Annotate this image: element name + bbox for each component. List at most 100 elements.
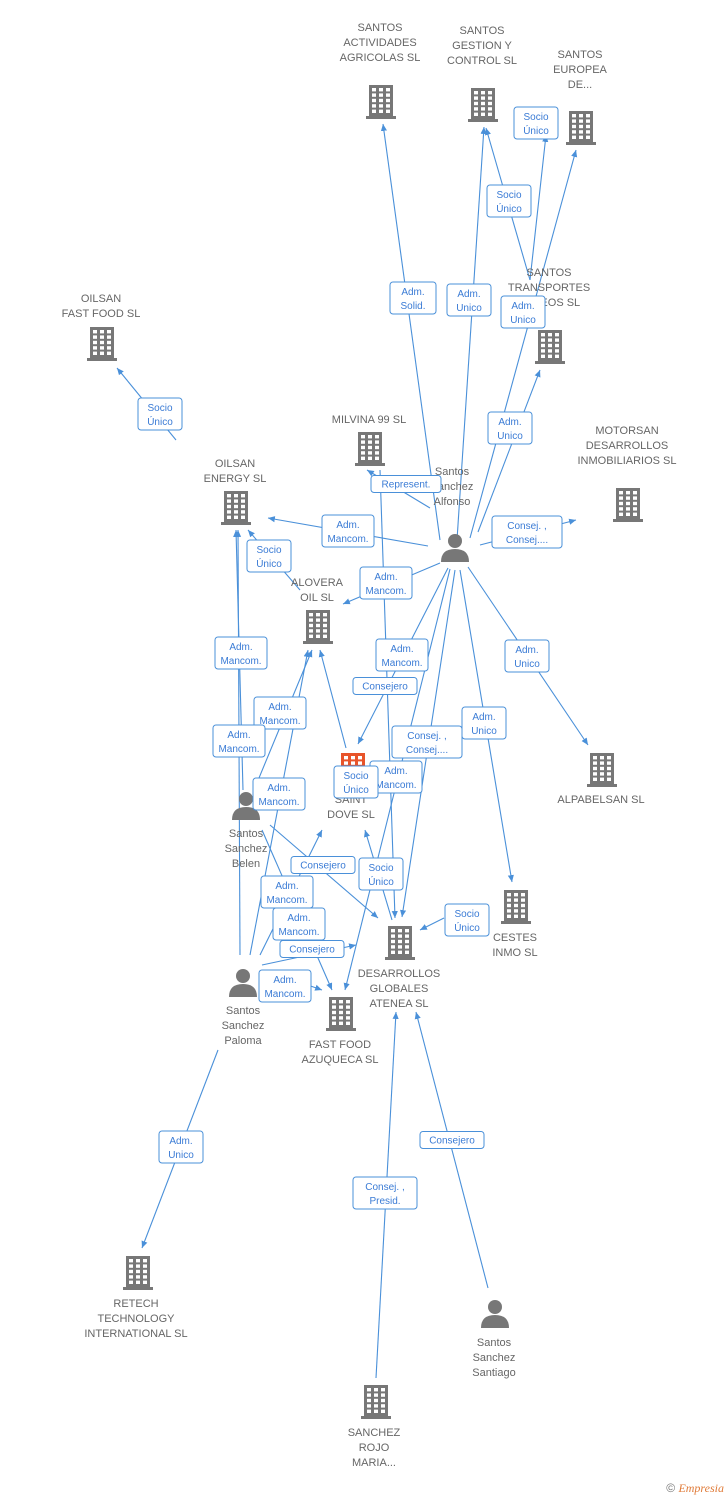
edge-label-psa-alp[interactable]: Adm.Unico <box>504 639 550 673</box>
edge-label-text: Adm. <box>268 702 291 713</box>
edge-label-text: Mancom. <box>220 656 261 667</box>
node-mil[interactable]: MILVINA 99 SL <box>332 414 406 466</box>
building-icon <box>355 432 385 466</box>
edge-psa-seu <box>469 149 578 539</box>
edge-label-text: Adm. <box>401 287 424 298</box>
edge-label-text: Único <box>368 875 394 888</box>
edge-label-box <box>487 411 533 445</box>
edge-label-box <box>158 1130 204 1164</box>
brand-logo[interactable]: Empresia <box>678 1481 724 1495</box>
edge-label-psb-ffa[interactable]: Adm.Mancom. <box>272 907 326 941</box>
edge-label-text: Adm. <box>374 572 397 583</box>
edge-label-text: Socio <box>496 190 521 201</box>
edge-label-text: Presid. <box>369 1196 400 1207</box>
edge-label-box <box>214 636 268 670</box>
edge-label-box <box>375 638 429 672</box>
edge-label-box <box>500 295 546 329</box>
building-icon <box>221 491 251 525</box>
edge-label-text: Adm. <box>336 520 359 531</box>
node-alp[interactable]: ALPABELSAN SL <box>557 753 645 806</box>
edge-label-psa-ffa[interactable]: Adm.Mancom. <box>369 760 423 794</box>
edge-label-text: Unico <box>168 1150 194 1161</box>
edge-label-pss-dga[interactable]: Consejero <box>419 1131 485 1149</box>
edge-label-psa-sdo[interactable]: Adm.Mancom. <box>375 638 429 672</box>
edge-label-text: Adm. <box>275 881 298 892</box>
edge-label-box <box>252 777 306 811</box>
edge-psa-str <box>477 369 541 533</box>
edge-label-psp-ret[interactable]: Adm. Unico <box>158 1130 204 1164</box>
edge-label-psa-seu[interactable]: Adm.Unico <box>500 295 546 329</box>
edge-label-mil-dga[interactable]: Consejero <box>352 677 418 695</box>
footer: © Empresia <box>666 1481 724 1496</box>
person-icon <box>232 792 260 820</box>
edge-label-psa-oen[interactable]: Adm. Mancom. <box>321 514 375 548</box>
edge-label-psp-alo[interactable]: Adm.Mancom. <box>252 777 306 811</box>
edge-label-box <box>444 903 490 937</box>
edge-label-text: Socio <box>523 112 548 123</box>
edge-label-psb-oen[interactable]: Adm.Mancom. <box>214 636 268 670</box>
edge-label-text: Socio <box>256 545 281 556</box>
person-icon <box>441 534 469 562</box>
edge-label-psp-sdo[interactable]: Adm.Mancom. <box>260 875 314 909</box>
edge-label-psa-mot[interactable]: Consej. , Consej.... <box>491 515 563 549</box>
edge-label-psa-str[interactable]: Adm.Unico <box>487 411 533 445</box>
edge-label-text: Mancom. <box>327 534 368 545</box>
edge-label-box <box>352 677 418 695</box>
edge-label-text: Represent. <box>382 480 431 491</box>
edge-label-text: Adm. <box>169 1136 192 1147</box>
edge-label-psb-dga[interactable]: Consejero <box>290 856 356 874</box>
edge-label-psp-dga[interactable]: Consejero <box>279 940 345 958</box>
edge-label-srm-dga[interactable]: Consej. ,Presid. <box>352 1176 418 1210</box>
edge-label-text: Consej. , <box>507 521 546 532</box>
edge-label-text: Adm. <box>498 417 521 428</box>
edge-label-psb-alo[interactable]: Adm.Mancom. <box>253 696 307 730</box>
edge-label-psp-ffa[interactable]: Adm.Mancom. <box>258 969 312 1003</box>
edge-label-text: Adm. <box>227 730 250 741</box>
edge-label-psa-alo[interactable]: Adm.Mancom. <box>359 566 413 600</box>
copyright-symbol: © <box>666 1481 676 1495</box>
edge-label-psa-sgc[interactable]: Adm.Unico <box>446 283 492 317</box>
edge-label-text: Mancom. <box>264 989 305 1000</box>
edge-label-text: Consej.... <box>506 535 548 546</box>
building-icon <box>385 926 415 960</box>
edge-label-psa-mil[interactable]: Represent. <box>370 475 442 493</box>
edge-label-psa-ces[interactable]: Adm.Unico <box>461 706 507 740</box>
edge-label-box <box>389 281 437 315</box>
edge-label-box <box>333 765 379 799</box>
edge-label-psp-oen[interactable]: Adm.Mancom. <box>212 724 266 758</box>
edge-label-psa-sag[interactable]: Adm.Solid. <box>389 281 437 315</box>
edge-label-text: Adm. <box>511 301 534 312</box>
edge-label-psa-dga[interactable]: Consej. ,Consej.... <box>391 725 463 759</box>
